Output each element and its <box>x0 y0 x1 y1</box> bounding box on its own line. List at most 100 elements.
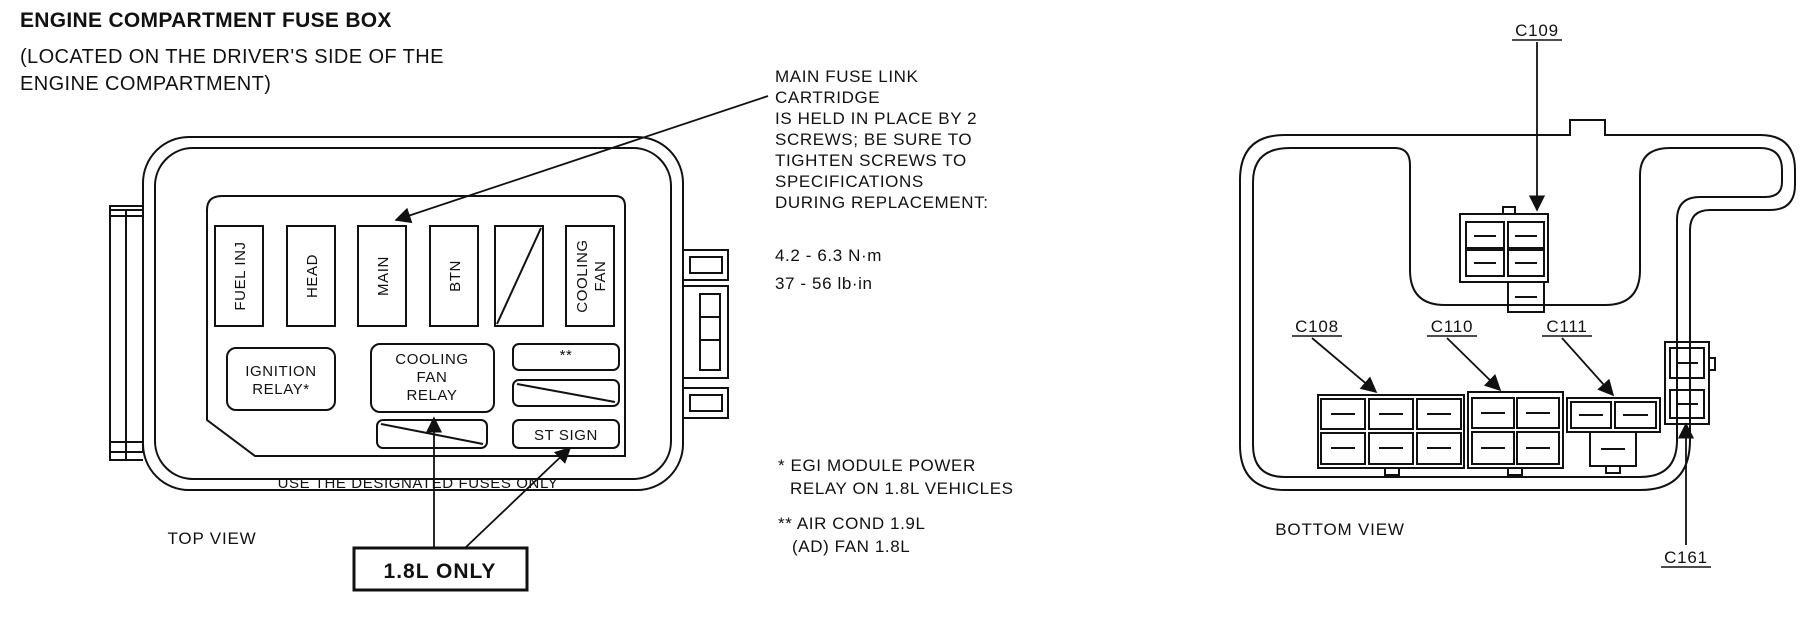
ignition-relay <box>226 347 336 411</box>
spare-fuse-slash <box>380 423 484 445</box>
fuse-label-fan: FAN <box>592 261 609 292</box>
fuse-box-outer-housing <box>142 136 684 491</box>
connector-pins <box>1331 235 1698 450</box>
relay-label-st-sign: ST SIGN <box>534 427 598 444</box>
st-sign-arrow <box>464 446 572 549</box>
spare-relay-slash <box>516 383 616 403</box>
relay-label-fan: FAN <box>417 369 448 386</box>
c110-cell <box>1516 431 1560 465</box>
main-fuse-note: MAIN FUSE LINK CARTRIDGE IS HELD IN PLAC… <box>775 66 989 213</box>
note-line: DURING REPLACEMENT: <box>775 193 989 212</box>
c109-cell <box>1507 221 1545 249</box>
fuse-label-fuel-inj: FUEL INJ <box>232 241 249 310</box>
connector-label-c110: C110 <box>1431 317 1474 336</box>
only-18l-box <box>352 546 529 592</box>
footnote-egi-line-1: * EGI MODULE POWER <box>778 456 976 475</box>
c111-cell <box>1570 401 1612 429</box>
relay-label-relay: RELAY <box>406 387 457 404</box>
connector-label-c108: C108 <box>1295 317 1339 336</box>
c110-cell <box>1471 397 1515 429</box>
hinge-tab-bottom <box>109 441 144 453</box>
fuse-label-head: HEAD <box>304 254 321 298</box>
right-latch-top <box>682 249 729 281</box>
hinge-tab-top <box>109 205 144 217</box>
cooling-fan-relay <box>370 343 495 413</box>
connector-c161 <box>1664 341 1710 425</box>
c110-arrow <box>1446 337 1502 392</box>
right-connector <box>682 285 729 379</box>
relay-label-ignition-relay: RELAY* <box>252 381 310 398</box>
fuse-btn <box>429 225 479 327</box>
c108-tab <box>1384 467 1400 476</box>
torque-nm: 4.2 - 6.3 N·m <box>775 246 882 265</box>
fuse-main <box>357 225 407 327</box>
connector-c110 <box>1467 391 1564 469</box>
bottom-view-fuse-box <box>1239 119 1796 491</box>
c108-cell <box>1416 398 1462 430</box>
spare-relay <box>512 379 620 407</box>
note-line: IS HELD IN PLACE BY 2 <box>775 109 978 128</box>
fuse-blank-slash <box>496 227 542 325</box>
main-fuse-arrow <box>394 95 769 224</box>
right-latch-bottom-inner <box>689 394 723 412</box>
fuse-labels: FUEL INJ HEAD MAIN BTN COOLING FAN <box>232 239 609 312</box>
footnote-aircond-line-2: (AD) FAN 1.8L <box>792 537 911 556</box>
relay-labels: IGNITION RELAY* COOLING FAN RELAY ** ST … <box>168 347 598 583</box>
fuse-head <box>286 225 336 327</box>
connector-label-c111: C111 <box>1546 317 1587 336</box>
fuse-panel <box>206 195 626 457</box>
c108-cell <box>1416 432 1462 465</box>
c108-cell <box>1320 398 1366 430</box>
c111-tab <box>1605 465 1621 474</box>
fuse-label-btn: BTN <box>447 260 464 292</box>
fuse-box-inner-rim <box>154 147 672 480</box>
bottom-housing-inner <box>1252 147 1783 478</box>
note-line: SPECIFICATIONS <box>775 172 924 191</box>
relay-label-double-star: ** <box>560 347 573 364</box>
note-line: TIGHTEN SCREWS TO <box>775 151 967 170</box>
designated-fuses-label: USE THE DESIGNATED FUSES ONLY <box>278 475 559 492</box>
location-line-1: (LOCATED ON THE DRIVER'S SIDE OF THE <box>20 46 444 68</box>
c109-lower <box>1507 281 1545 313</box>
page-title: ENGINE COMPARTMENT FUSE BOX <box>20 9 392 32</box>
right-connector-inner <box>699 293 721 371</box>
top-view-arrows <box>394 95 769 549</box>
air-cond-relay <box>512 343 620 371</box>
c108-cell <box>1320 432 1366 465</box>
right-latch-bottom <box>682 387 729 419</box>
connector-label-c161: C161 <box>1664 548 1708 567</box>
c110-tab <box>1507 467 1523 476</box>
c161-tab <box>1708 357 1716 371</box>
c108-cell <box>1368 398 1414 430</box>
relay-label-ignition: IGNITION <box>245 363 316 380</box>
relay-label-cooling: COOLING <box>395 351 468 368</box>
c108-cell <box>1368 432 1414 465</box>
fuse-label-main: MAIN <box>375 256 392 296</box>
note-line: CARTRIDGE <box>775 88 881 107</box>
bottom-view-arrows <box>1311 42 1695 545</box>
fuse-cooling-fan <box>565 225 615 327</box>
fuse-blank <box>494 225 544 327</box>
connector-c108 <box>1317 394 1465 469</box>
fuse-label-cooling: COOLING <box>574 239 591 312</box>
note-line: SCREWS; BE SURE TO <box>775 130 973 149</box>
torque-lbin: 37 - 56 lb·in <box>775 274 873 293</box>
connector-label-c109: C109 <box>1515 21 1559 40</box>
c161-cell-top <box>1669 347 1705 379</box>
c111-cell <box>1614 401 1657 429</box>
c108-arrow <box>1311 337 1378 394</box>
fuse-fuel-inj <box>214 225 264 327</box>
footnote-egi-line-2: RELAY ON 1.8L VEHICLES <box>790 479 1014 498</box>
only-18l-label: 1.8L ONLY <box>384 560 497 583</box>
footnote-aircond-line-1: ** AIR COND 1.9L <box>778 514 926 533</box>
c109-cell <box>1465 249 1505 277</box>
c109-cell <box>1507 249 1545 277</box>
bottom-housing-outer <box>1239 119 1796 491</box>
bottom-view-label: BOTTOM VIEW <box>1275 520 1404 539</box>
c110-cell <box>1471 431 1515 465</box>
c161-cell-bottom <box>1669 389 1705 419</box>
c111-arrow <box>1561 337 1615 397</box>
location-line-2: ENGINE COMPARTMENT) <box>20 73 272 95</box>
connector-c109-tab <box>1502 206 1516 215</box>
